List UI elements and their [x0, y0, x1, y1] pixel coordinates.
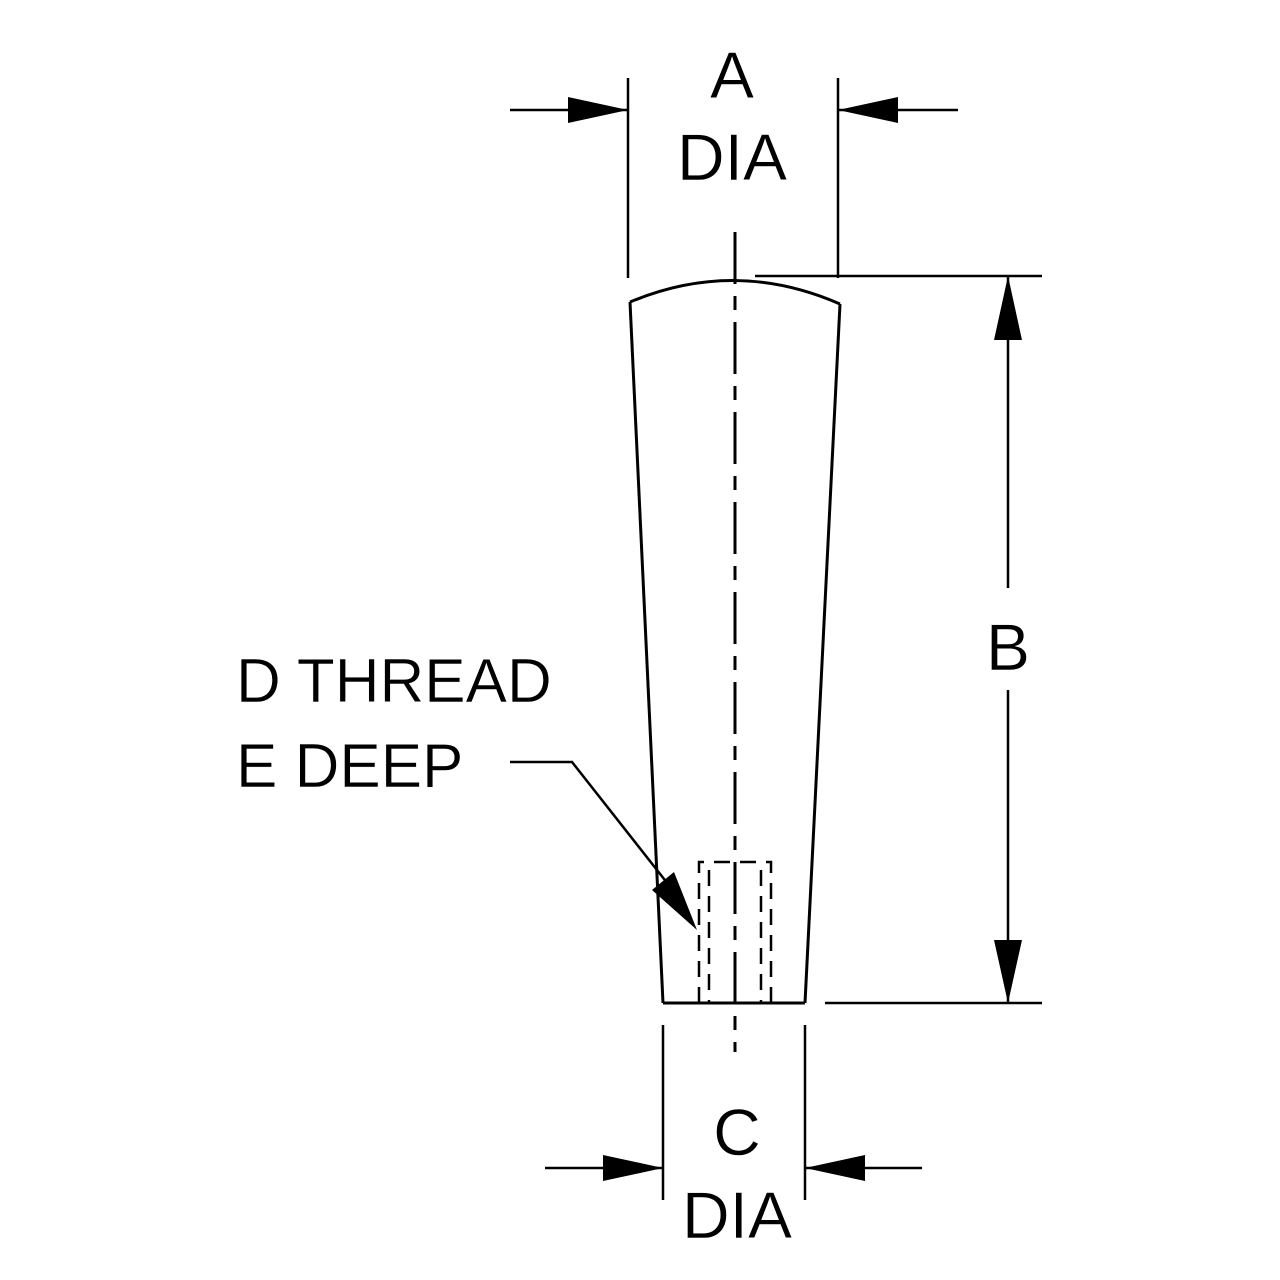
- dimension-a: [510, 78, 958, 278]
- dimension-c: [545, 1025, 922, 1200]
- dim-c-arrow-left: [603, 1155, 663, 1181]
- label-a-dia: DIA: [677, 120, 787, 194]
- thread-hole-hidden-lines: [697, 860, 773, 1003]
- label-e-deep: E DEEP: [236, 732, 463, 801]
- dimension-b: [755, 274, 1042, 1005]
- label-d-thread: D THREAD: [236, 647, 552, 716]
- thread-callout-leader: [510, 760, 697, 930]
- thread-leader-arrow: [652, 872, 697, 930]
- label-c: C: [713, 1095, 761, 1169]
- dim-a-arrow-right: [838, 97, 898, 123]
- knob-right-side: [803, 303, 842, 1004]
- label-b: B: [986, 610, 1030, 684]
- thread-leader-line: [510, 760, 669, 885]
- dim-a-arrow-left: [568, 97, 628, 123]
- dim-c-arrow-right: [805, 1155, 865, 1181]
- dim-b-arrow-top: [994, 276, 1022, 340]
- dim-b-arrow-bottom: [994, 940, 1022, 1003]
- label-a: A: [710, 38, 754, 112]
- label-c-dia: DIA: [682, 1178, 792, 1252]
- knob-left-side: [628, 301, 665, 1004]
